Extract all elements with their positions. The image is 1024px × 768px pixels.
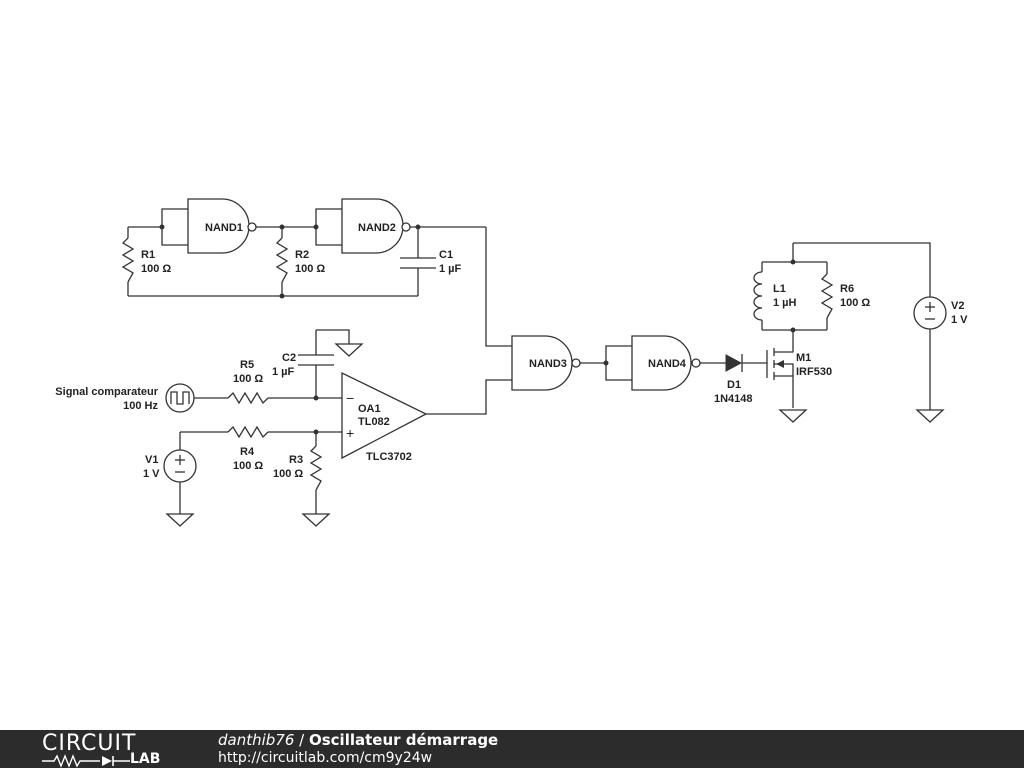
r3-label: R3 (289, 454, 303, 466)
r4-value: 100 Ω (233, 460, 263, 472)
v1-value: 1 V (143, 468, 160, 480)
oa1-sub: TLC3702 (366, 451, 412, 463)
r1-label: R1 (141, 249, 155, 261)
nand1-label: NAND1 (205, 222, 243, 234)
oa1-minus-sign: − (346, 390, 354, 406)
circuit-title: Oscillateur démarrage (308, 731, 499, 749)
c2-label: C2 (282, 352, 296, 364)
l1-value: 1 µH (773, 297, 797, 309)
d1-diode (700, 354, 767, 372)
comparator-wires (179, 329, 512, 514)
v2-label: V2 (951, 300, 964, 312)
nand4-label: NAND4 (648, 358, 687, 370)
c1-capacitor (400, 257, 436, 269)
r1-resistor (121, 237, 135, 283)
nand2-label: NAND2 (358, 222, 396, 234)
r5-label: R5 (240, 359, 254, 371)
r4-label: R4 (240, 446, 255, 458)
r5-resistor (227, 391, 269, 405)
r4-resistor (227, 425, 269, 439)
circuit-schematic: NAND1 NAND2 R1 100 Ω R2 100 Ω (55, 198, 968, 527)
logo-wave-icon (42, 754, 130, 768)
logo-sub-text: LAB (130, 751, 161, 767)
nand1-gate (187, 198, 257, 254)
ground-icon (301, 513, 331, 527)
v2-value: 1 V (951, 314, 968, 326)
r6-label: R6 (840, 283, 854, 295)
d1-model: 1N4148 (714, 393, 753, 405)
l1-inductor (753, 271, 763, 321)
ground-icon (915, 409, 945, 423)
nand2-gate (341, 198, 411, 254)
ground-icon (165, 513, 195, 527)
nand3-label: NAND3 (529, 358, 567, 370)
r5-value: 100 Ω (233, 373, 263, 385)
m1-mosfet (766, 330, 794, 408)
v2-source (913, 296, 947, 330)
signal-value: 100 Hz (123, 400, 158, 412)
c2-capacitor (298, 354, 334, 366)
r6-value: 100 Ω (840, 297, 870, 309)
ground-icon (778, 409, 808, 423)
logo-text: CIRCUIT (42, 731, 137, 756)
m1-label: M1 (796, 352, 811, 364)
oa1-opamp (341, 371, 428, 460)
oscillator-wires (127, 208, 512, 347)
c1-value: 1 µF (439, 263, 462, 275)
signal-label: Signal comparateur (55, 386, 158, 398)
circuit-url-link[interactable]: http://circuitlab.com/cm9y24w (218, 750, 433, 766)
r2-resistor (275, 237, 289, 283)
l1-label: L1 (773, 283, 786, 295)
output-wires (761, 242, 931, 410)
r3-resistor (309, 445, 323, 491)
nand3-gate (511, 335, 581, 391)
oa1-model: TL082 (358, 416, 390, 428)
title-separator: / (294, 731, 309, 749)
oa1-plus-sign: + (346, 425, 354, 441)
v1-label: V1 (145, 454, 158, 466)
r3-value: 100 Ω (273, 468, 303, 480)
r2-value: 100 Ω (295, 263, 325, 275)
c1-label: C1 (439, 249, 453, 261)
nand4-gate (631, 335, 701, 391)
r1-value: 100 Ω (141, 263, 171, 275)
signal-source (165, 383, 195, 413)
c2-value: 1 µF (272, 366, 295, 378)
ground-icon (334, 343, 364, 357)
r6-resistor (820, 273, 834, 319)
d1-label: D1 (727, 379, 741, 391)
oa1-label: OA1 (358, 403, 381, 415)
author-title-line: danthib76 / Oscillateur démarrage (218, 731, 498, 749)
footer-bar: CIRCUIT LAB danthib76 / Oscillateur déma… (0, 730, 1024, 768)
v1-source (163, 449, 197, 483)
m1-model: IRF530 (796, 366, 832, 378)
r2-label: R2 (295, 249, 309, 261)
author-link[interactable]: danthib76 (218, 731, 295, 749)
circuitlab-logo[interactable]: CIRCUIT LAB (42, 731, 182, 768)
